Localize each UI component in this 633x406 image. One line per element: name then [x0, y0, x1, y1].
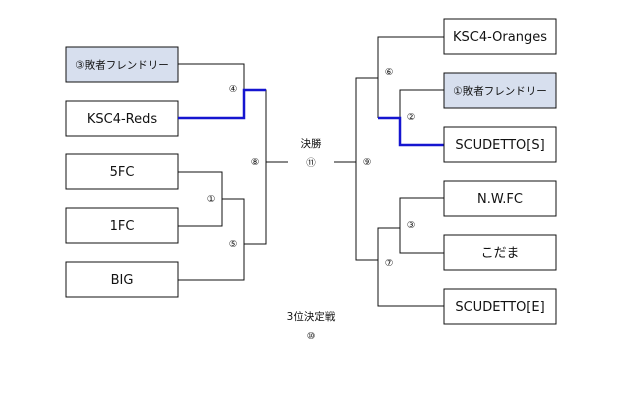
match-label-9: ⑨: [363, 157, 372, 168]
team-name: KSC4-Reds: [87, 112, 158, 127]
match-4-line: [178, 63, 245, 102]
team-box: [65, 100, 179, 137]
team-name: SCUDETTO[E]: [455, 300, 544, 315]
right-team-3[interactable]: SCUDETTO[S]: [443, 126, 557, 163]
team-box: [443, 126, 557, 163]
left-team-4[interactable]: 1FC: [65, 207, 179, 244]
match-label-7: ⑦: [385, 258, 394, 269]
team-box: [443, 18, 557, 55]
match-label-11: ⑪: [306, 158, 316, 169]
team-name: SCUDETTO[S]: [455, 138, 544, 153]
match-1-line: [178, 171, 223, 227]
match-label-4: ④: [229, 84, 238, 95]
match-label-2: ②: [407, 112, 416, 123]
match-6-line: [377, 36, 444, 118]
team-name: 5FC: [110, 165, 135, 180]
match-label-1: ①: [207, 194, 216, 205]
team-name: N.W.FC: [477, 192, 523, 207]
match-5-line: [178, 198, 245, 281]
right-team-1[interactable]: KSC4-Oranges: [443, 18, 557, 55]
match-label-8: ⑧: [251, 157, 260, 168]
right-bracket-lines: [334, 36, 444, 307]
right-team-2[interactable]: ①敗者フレンドリー: [443, 72, 557, 109]
team-box: [65, 261, 179, 298]
team-box: [443, 72, 557, 109]
match-label-6: ⑥: [385, 67, 394, 78]
team-name: 1FC: [110, 219, 135, 234]
match-label-10: ⑩: [307, 331, 316, 342]
match-9-line: [355, 77, 378, 261]
team-name: こだま: [481, 246, 520, 261]
match-label-3: ③: [407, 220, 416, 231]
right-winner-path: [378, 116, 444, 147]
team-box: [443, 234, 557, 271]
third-place-title: 3位決定戦: [287, 310, 336, 323]
match-7-line: [377, 227, 444, 307]
left-team-2[interactable]: KSC4-Reds: [65, 100, 179, 137]
team-box: [443, 288, 557, 325]
match-2-line: [399, 89, 444, 118]
team-name: KSC4-Oranges: [453, 30, 547, 45]
left-team-5[interactable]: BIG: [65, 261, 179, 298]
winner-line-scudetto-s: [378, 116, 444, 147]
winner-line-ksc4-reds: [178, 88, 266, 120]
team-box: [65, 46, 179, 83]
left-team-3[interactable]: 5FC: [65, 153, 179, 190]
right-team-5[interactable]: こだま: [443, 234, 557, 271]
right-team-4[interactable]: N.W.FC: [443, 180, 557, 217]
team-box: [443, 180, 557, 217]
right-team-6[interactable]: SCUDETTO[E]: [443, 288, 557, 325]
team-name: ③敗者フレンドリー: [75, 59, 168, 72]
match-3-line: [399, 197, 444, 254]
match-label-5: ⑤: [229, 239, 238, 250]
final-title: 決勝: [301, 137, 322, 150]
team-name: ①敗者フレンドリー: [453, 85, 546, 98]
team-box: [65, 153, 179, 190]
team-name: BIG: [111, 273, 134, 288]
left-team-1[interactable]: ③敗者フレンドリー: [65, 46, 179, 83]
left-winner-path: [178, 88, 266, 120]
